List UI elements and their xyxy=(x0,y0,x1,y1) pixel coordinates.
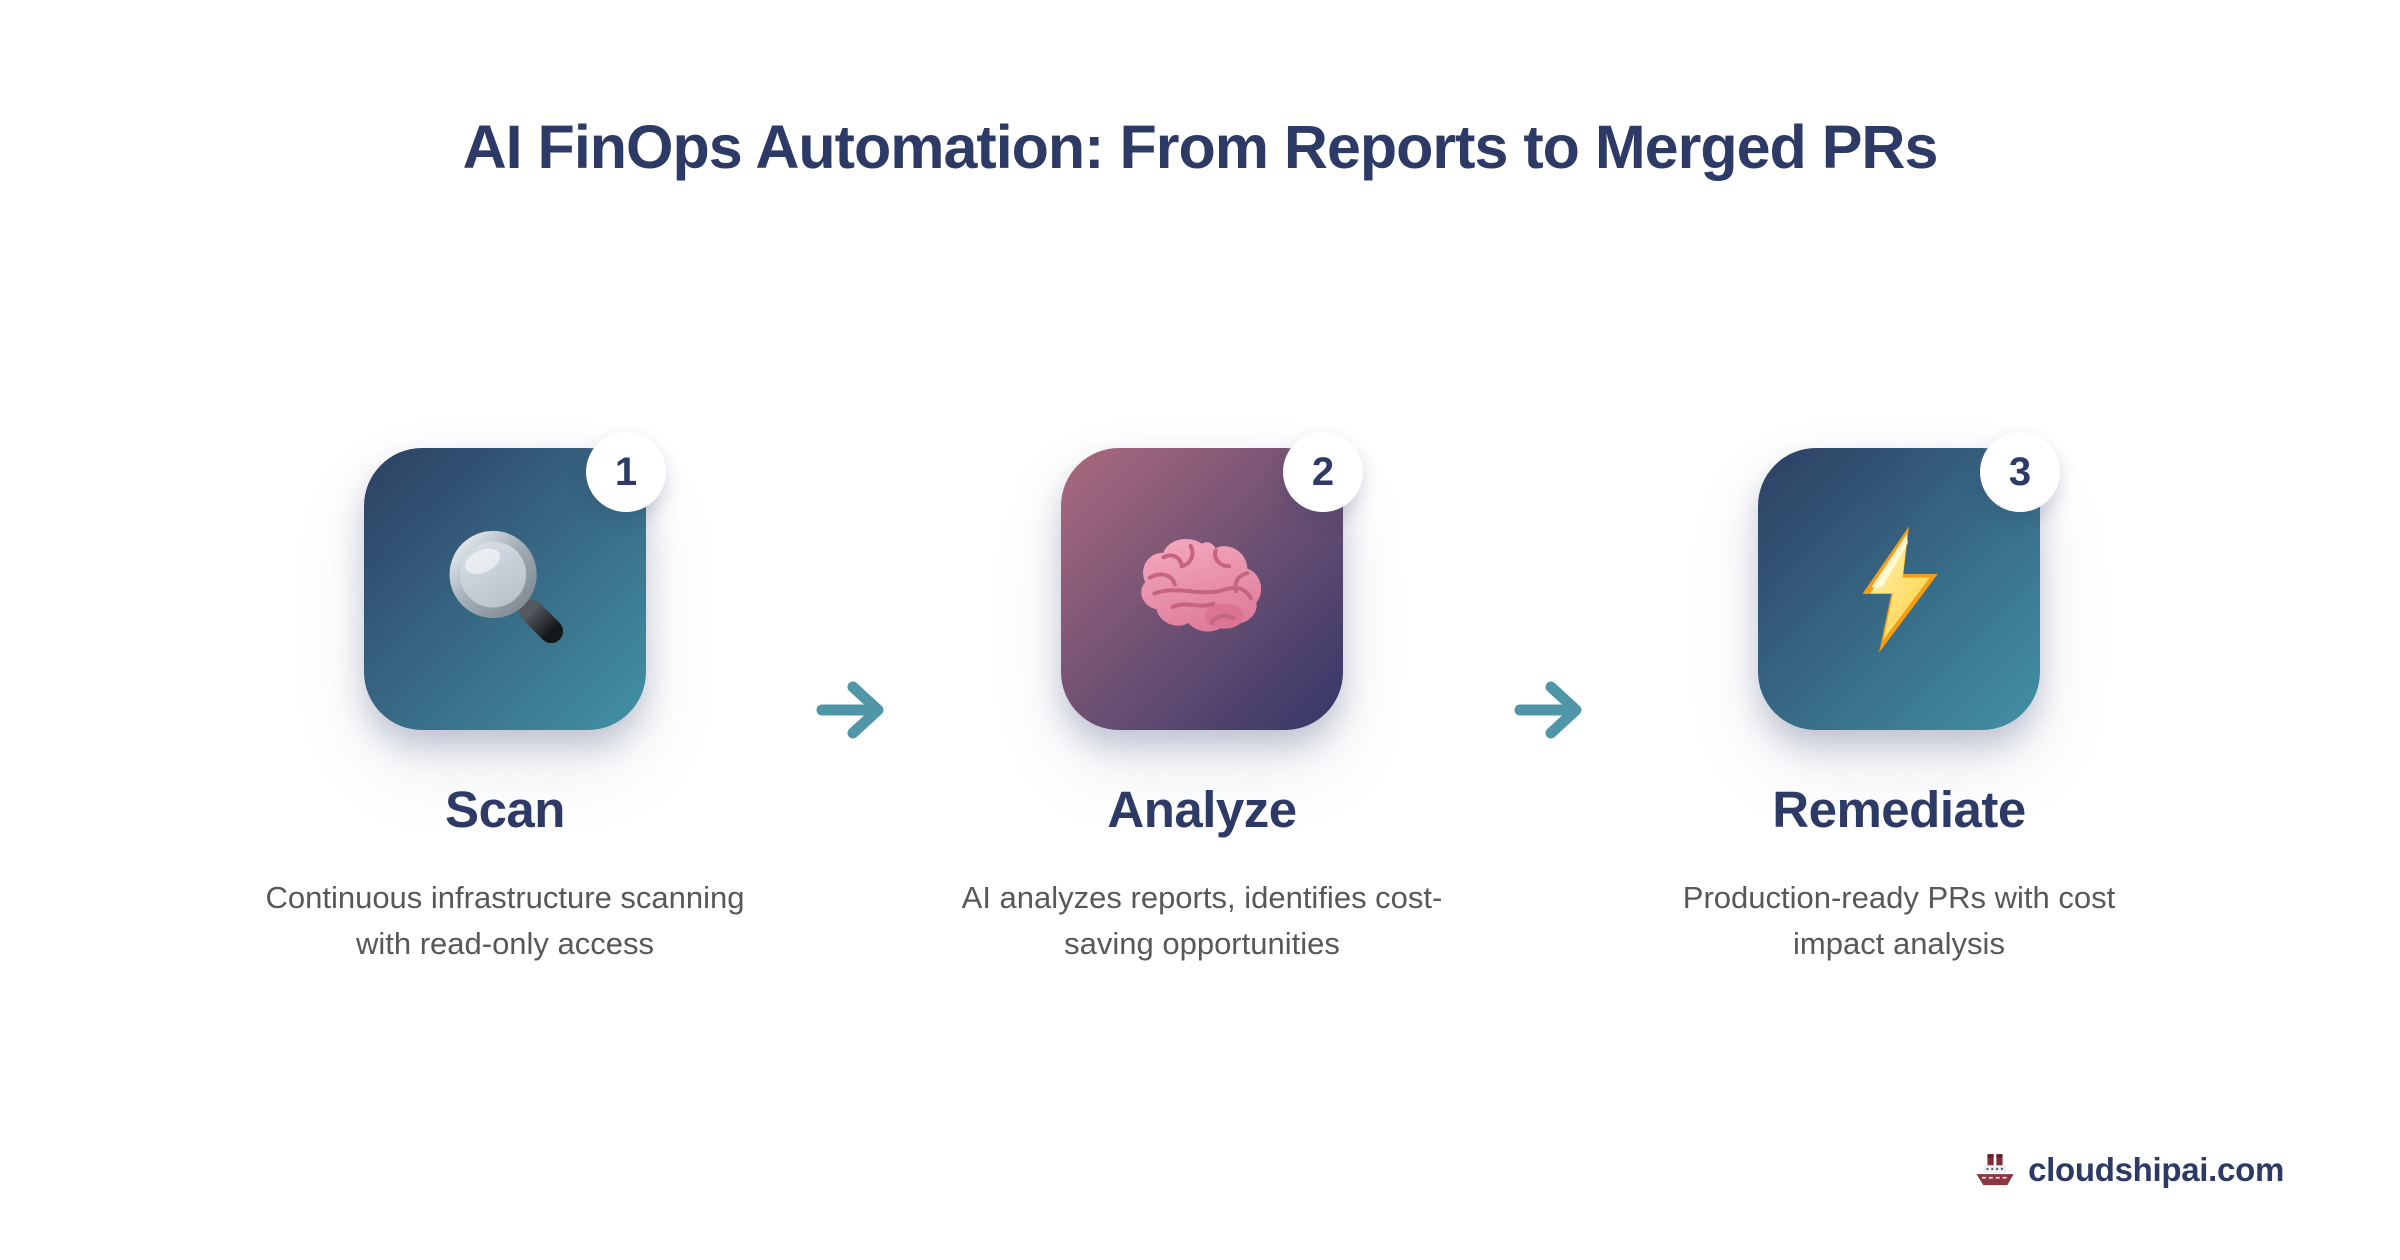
scan-card: 1 xyxy=(364,432,666,730)
step-remediate: 3 Remediate Production-ready PRs with co… xyxy=(1629,432,2169,967)
step-description-line: with read-only access xyxy=(355,926,655,961)
page-title: AI FinOps Automation: From Reports to Me… xyxy=(462,113,1939,181)
lightning-bolt-icon xyxy=(1849,523,1949,656)
brain-icon xyxy=(1134,531,1270,647)
step-description-line: AI analyzes reports, identifies cost- xyxy=(961,880,1443,915)
step-description: Continuous infrastructure scanning with … xyxy=(235,875,775,967)
step-number-badge: 3 xyxy=(1980,432,2060,512)
magnifying-glass-icon xyxy=(439,523,571,655)
step-description: AI analyzes reports, identifies cost- sa… xyxy=(932,875,1472,967)
step-description-line: saving opportunities xyxy=(1064,926,1340,961)
step-analyze: 2 xyxy=(932,432,1472,967)
step-name: Analyze xyxy=(1107,781,1297,838)
step-description-line: Continuous infrastructure scanning xyxy=(265,880,745,915)
step-description-line: Production-ready PRs with cost xyxy=(1682,880,2116,915)
footer-brand[interactable]: cloudshipai.com xyxy=(1973,1148,2284,1192)
step-name: Remediate xyxy=(1772,781,2026,838)
step-number-badge: 2 xyxy=(1283,432,1363,512)
right-arrow-icon xyxy=(1513,679,1588,741)
step-scan: 1 xyxy=(235,432,775,967)
step-description-line: impact analysis xyxy=(1793,926,2005,961)
right-arrow-icon xyxy=(815,679,890,741)
step-name: Scan xyxy=(445,781,565,838)
brand-url: cloudshipai.com xyxy=(2028,1151,2284,1188)
remediate-card: 3 xyxy=(1758,432,2060,730)
step-description: Production-ready PRs with cost impact an… xyxy=(1629,875,2169,967)
analyze-card: 2 xyxy=(1061,432,1363,730)
ship-icon xyxy=(1973,1148,2017,1192)
step-number-badge: 1 xyxy=(586,432,666,512)
